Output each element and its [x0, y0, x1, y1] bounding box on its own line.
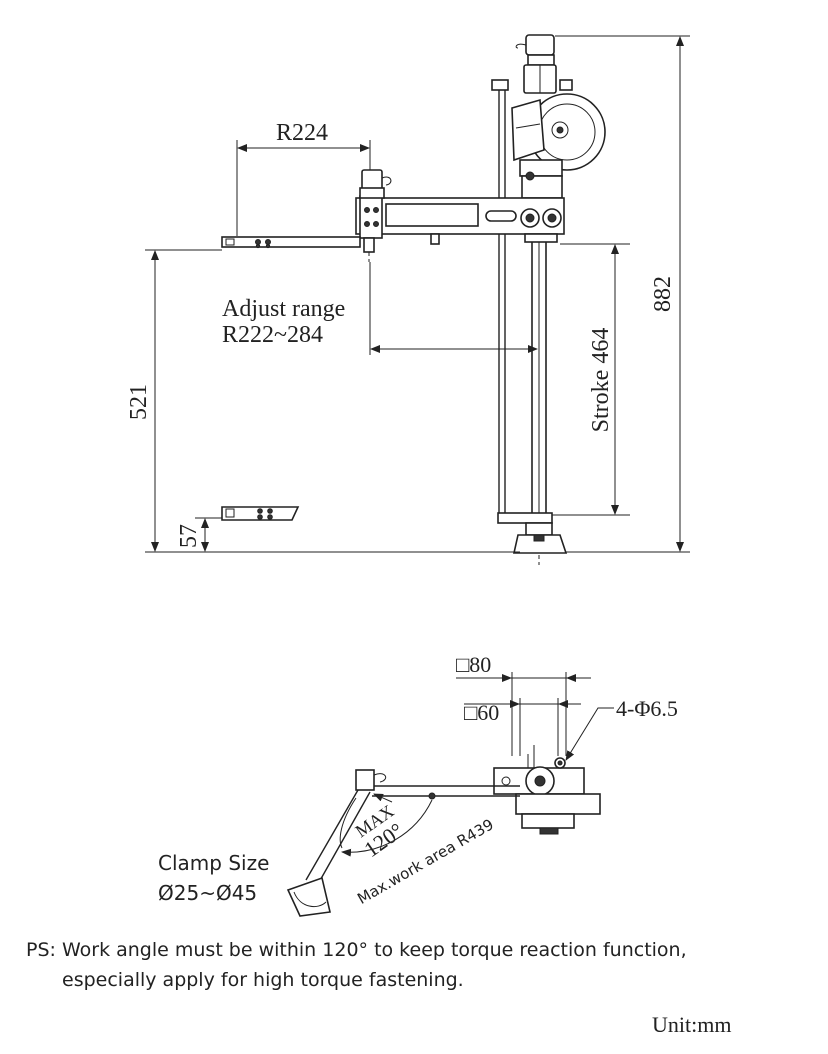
clamp-size-title: Clamp Size: [158, 851, 269, 875]
column-base: [497, 512, 568, 565]
top-dimension-lines: [341, 672, 614, 857]
top-view-drawing: □80 □60 4-Φ6.5 MAX 120° Max.work area R4…: [158, 652, 678, 917]
lower-reaction-bar: [221, 506, 300, 521]
reaction-bar: [221, 236, 361, 249]
ps-note-line2: especially apply for high torque fasteni…: [62, 969, 464, 991]
torque-tool: [491, 34, 606, 199]
dimension-lines: [145, 35, 690, 553]
sq80-label: □80: [456, 652, 491, 677]
ps-note-line1: PS: Work angle must be within 120° to ke…: [26, 939, 687, 961]
dim-882-label: 882: [650, 276, 676, 312]
clamp-size-range: Ø25~Ø45: [158, 881, 257, 905]
arm-clamp-head: [359, 169, 392, 262]
adjust-range-label: Adjust range: [222, 296, 345, 322]
side-view-drawing: R224 Adjust range R222~284 521 57 Stroke…: [126, 34, 690, 565]
top-arm: [355, 769, 520, 800]
angled-arm-with-clamp: [286, 789, 371, 917]
adjust-range-value: R222~284: [222, 322, 323, 348]
dim-521-label: 521: [126, 384, 152, 420]
sq60-label: □60: [464, 700, 499, 725]
horizontal-arm: [355, 195, 565, 245]
mounting-block: [493, 745, 601, 835]
vertical-column: [498, 80, 547, 517]
holes-label: 4-Φ6.5: [616, 696, 678, 721]
unit-label: Unit:mm: [652, 1012, 731, 1037]
dim-57-label: 57: [176, 524, 202, 548]
dim-r224-label: R224: [276, 120, 328, 146]
stroke-label: Stroke 464: [588, 328, 614, 433]
